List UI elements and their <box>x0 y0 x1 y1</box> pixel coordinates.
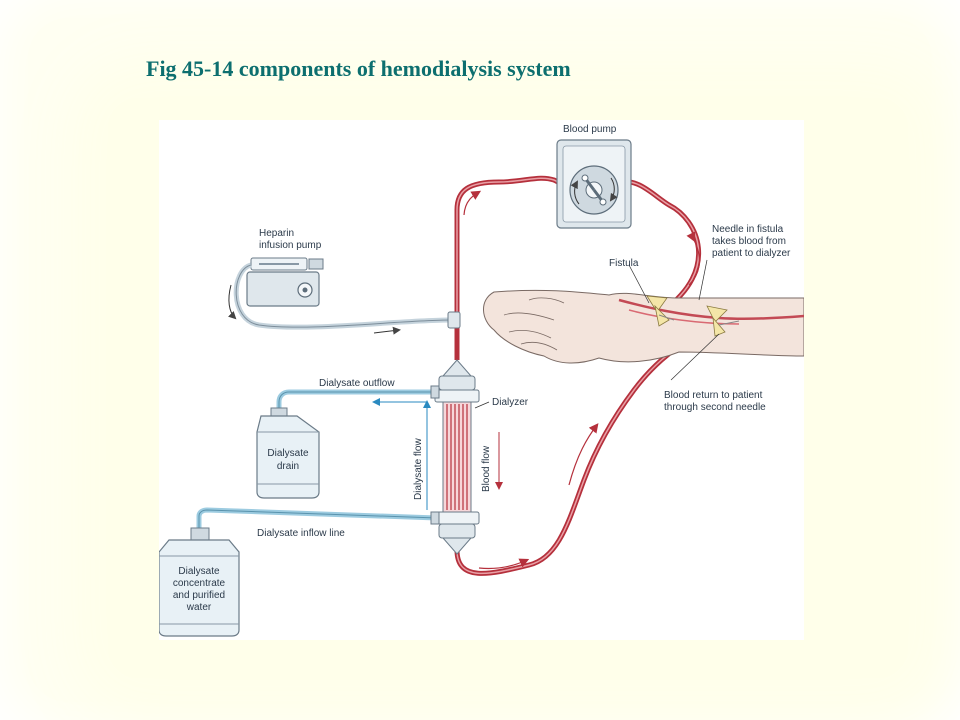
dialyzer <box>430 359 480 555</box>
label-heparin-1: Heparin <box>259 228 294 239</box>
blood-flow-arrows <box>463 190 701 570</box>
patient-arm <box>483 289 804 364</box>
fistula-needle <box>646 295 675 327</box>
label-concentrate-4: water <box>186 602 212 613</box>
label-needle-1: Needle in fistula <box>712 224 784 235</box>
label-dialysate-outflow: Dialysate outflow <box>319 378 395 389</box>
label-concentrate-1: Dialysate <box>178 566 220 577</box>
label-heparin-2: infusion pump <box>259 240 322 251</box>
label-drain-1: Dialysate <box>267 448 309 459</box>
label-concentrate-2: concentrate <box>173 578 226 589</box>
label-dialysate-inflow: Dialysate inflow line <box>257 528 345 539</box>
heparin-junction <box>447 311 461 329</box>
blood-pump <box>556 139 632 229</box>
label-return-1: Blood return to patient <box>664 390 763 401</box>
label-return-2: through second needle <box>664 402 766 413</box>
return-needle <box>706 305 740 337</box>
heparin-pump <box>246 257 324 307</box>
hemodialysis-diagram: Blood pump Heparin infusion pump <box>159 120 804 640</box>
blood-tubing <box>454 175 707 576</box>
label-blood-flow: Blood flow <box>481 445 492 492</box>
label-dialysate-flow: Dialysate flow <box>413 438 424 500</box>
label-dialyzer: Dialyzer <box>492 397 529 408</box>
slide-title: Fig 45-14 components of hemodialysis sys… <box>146 56 571 81</box>
label-drain-2: drain <box>277 461 299 472</box>
dialysate-tubing <box>196 389 438 530</box>
label-needle-2: takes blood from <box>712 236 786 247</box>
dialysate-drain <box>256 407 320 499</box>
label-blood-pump: Blood pump <box>563 124 617 135</box>
dialysate-concentrate-bottle <box>159 527 240 637</box>
label-needle-3: patient to dialyzer <box>712 248 791 259</box>
label-concentrate-3: and purified <box>173 590 225 601</box>
label-fistula: Fistula <box>609 258 639 269</box>
